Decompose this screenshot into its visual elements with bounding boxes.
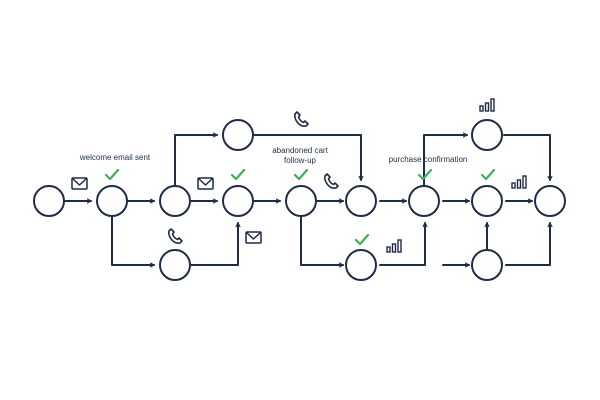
end-node — [534, 185, 566, 217]
checkmark-icon — [230, 168, 246, 181]
phone-icon — [293, 111, 309, 127]
envelope-icon — [71, 177, 88, 190]
edge-mid-bottom-to-n6 — [379, 222, 428, 266]
checkmark-icon — [417, 168, 433, 181]
envelope-icon — [197, 177, 214, 190]
merge-node — [345, 185, 377, 217]
checkmark-icon — [104, 168, 120, 181]
edge-bottom-right-to-end — [505, 222, 553, 266]
abandoned-cart-node — [285, 185, 317, 217]
welcome-email-label: welcome email sent — [79, 153, 151, 162]
edge-n2-to-top — [174, 132, 218, 186]
purchase-confirmation-label: purchase confirmation — [388, 155, 468, 164]
abandoned-cart-label: abandoned cart follow-up — [255, 146, 345, 166]
purchase-node — [408, 185, 440, 217]
bottom-right-node — [471, 249, 503, 281]
bar-chart-icon — [511, 175, 527, 189]
edge-n4-to-mid-bottom — [300, 216, 344, 268]
checkmark-icon — [480, 168, 496, 181]
bar-chart-icon — [386, 239, 402, 253]
welcome-node — [96, 185, 128, 217]
top-right-node — [471, 119, 503, 151]
lower-path-node — [159, 249, 191, 281]
checkmark-icon — [354, 233, 370, 246]
abandoned-cart-label-line2: follow-up — [283, 156, 316, 165]
edge-n1-to-bottom — [111, 216, 155, 268]
start-node — [33, 185, 65, 217]
edge-n6-to-top-right — [423, 132, 468, 186]
phone-icon — [323, 173, 339, 189]
edge-top-right-to-end — [503, 134, 553, 181]
mid-bottom-node — [345, 249, 377, 281]
checkmark-icon — [293, 168, 309, 181]
pre-end-node — [471, 185, 503, 217]
bar-chart-icon — [479, 98, 495, 112]
phone-icon — [167, 228, 183, 244]
edge-bottom-to-n3 — [190, 222, 241, 266]
upper-path-node — [222, 119, 254, 151]
envelope-icon — [245, 231, 262, 244]
abandoned-cart-label-line1: abandoned cart — [272, 146, 328, 155]
email-node — [222, 185, 254, 217]
branch-node — [159, 185, 191, 217]
edge-top-to-n5 — [253, 134, 364, 181]
